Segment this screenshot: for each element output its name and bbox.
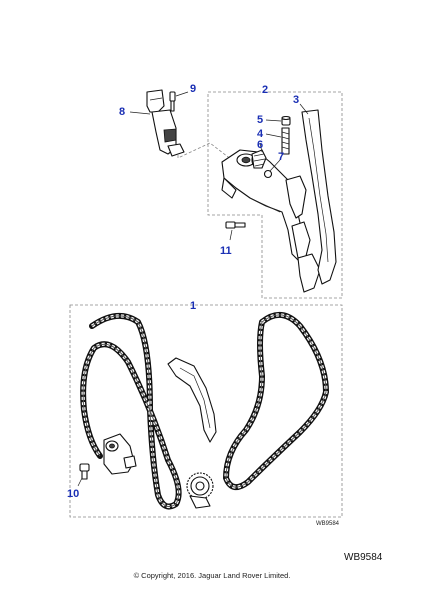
leader-11 — [229, 229, 233, 241]
spring-part — [281, 127, 290, 155]
callout-8: 8 — [119, 106, 125, 118]
right-timing-chain-part — [223, 312, 329, 491]
leader-7 — [269, 159, 281, 172]
lower-tensioner-part — [103, 433, 137, 475]
copyright-notice: © Copyright, 2016. Jaguar Land Rover Lim… — [134, 571, 291, 580]
tensioner-group-frame — [207, 91, 343, 299]
figure-code: WB9584 — [344, 552, 383, 563]
leader-9 — [175, 91, 189, 97]
callout-4: 4 — [257, 128, 264, 140]
solenoid-bolt-part — [169, 91, 176, 112]
callout-5: 5 — [257, 114, 263, 126]
solenoid-link-dash — [177, 142, 233, 161]
leader-3 — [299, 103, 309, 115]
left-timing-chain-part — [80, 313, 182, 510]
leader-6 — [259, 142, 263, 153]
leader-10 — [77, 477, 83, 487]
crankshaft-sprocket-part — [186, 472, 214, 509]
callout-2: 2 — [262, 84, 268, 96]
callout-3: 3 — [293, 94, 299, 106]
plug-part — [281, 115, 291, 126]
callout-6: 6 — [257, 139, 263, 151]
callout-7: 7 — [278, 151, 284, 163]
leader-4 — [265, 133, 282, 138]
tensioner-piston-part — [251, 149, 267, 169]
chain-guide-blade-part — [167, 357, 217, 443]
callout-11: 11 — [220, 245, 232, 257]
bracket-bolt-part — [225, 221, 246, 229]
leader-8 — [129, 111, 151, 115]
callout-1: 1 — [190, 300, 196, 312]
leader-5 — [265, 119, 282, 122]
figure-code-small: WB9584 — [316, 521, 340, 527]
chain-guide-rail-part — [301, 109, 337, 285]
tensioner-bolt-part — [79, 463, 90, 480]
o-ring-part — [263, 169, 273, 179]
tensioner-bracket-part — [221, 149, 321, 293]
solenoid-valve-part — [146, 89, 185, 157]
chain-kit-frame — [69, 304, 343, 518]
callout-10: 10 — [67, 488, 79, 500]
callout-9: 9 — [190, 83, 196, 95]
